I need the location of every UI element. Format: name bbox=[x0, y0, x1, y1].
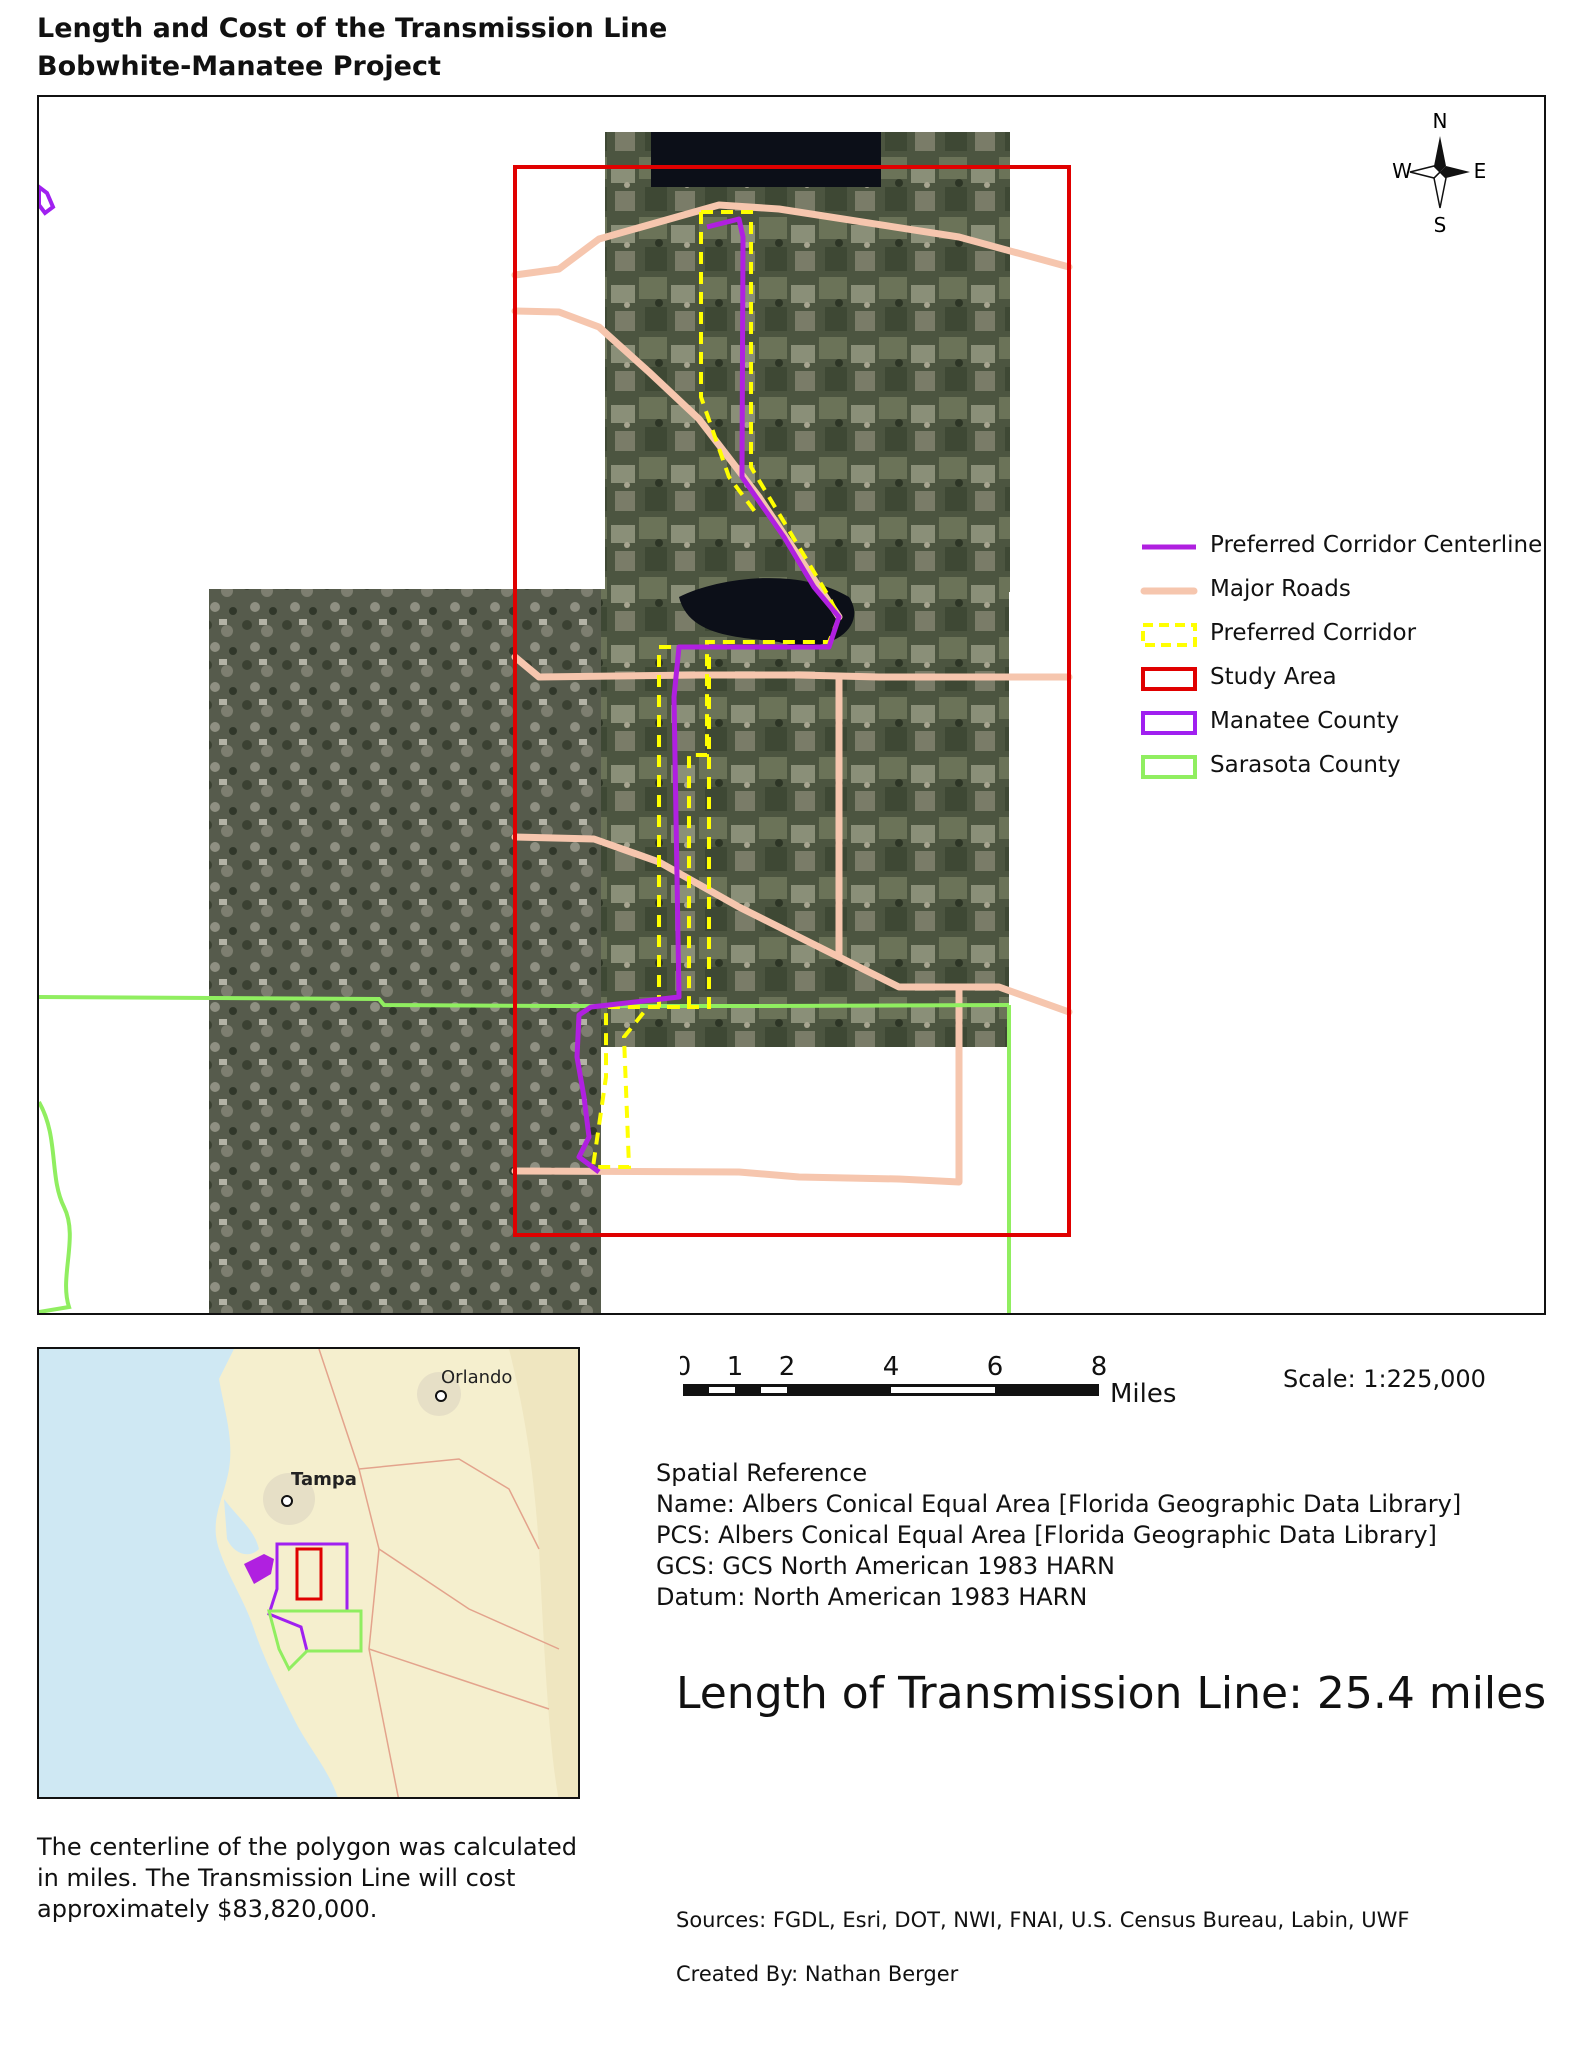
compass-w: W bbox=[1392, 159, 1412, 183]
sarasota-county-boundary bbox=[39, 995, 1011, 1313]
legend-item-roads: Major Roads bbox=[1140, 576, 1351, 602]
title-line-2: Bobwhite-Manatee Project bbox=[37, 51, 441, 82]
compass-e: E bbox=[1474, 159, 1487, 183]
tampa-marker bbox=[281, 1495, 293, 1507]
spatial-datum: Datum: North American 1983 HARN bbox=[656, 1583, 1088, 1611]
corridor-centerline bbox=[574, 216, 842, 1174]
manatee-county-boundary bbox=[39, 184, 56, 216]
scale-unit: Miles bbox=[1110, 1379, 1176, 1409]
legend-item-corridor: Preferred Corridor bbox=[1140, 618, 1560, 652]
scale-tick-1: 1 bbox=[727, 1352, 744, 1382]
spatial-pcs: PCS: Albers Conical Equal Area [Florida … bbox=[656, 1521, 1437, 1549]
cost-note: The centerline of the polygon was calcul… bbox=[37, 1833, 577, 1923]
tampa-label: Tampa bbox=[291, 1469, 357, 1490]
spatial-heading: Spatial Reference bbox=[656, 1459, 868, 1487]
credit-text: Created By: Nathan Berger bbox=[676, 1962, 959, 1986]
legend-item-centerline: Preferred Corridor Centerline bbox=[1142, 532, 1543, 558]
map-title: Length and Cost of the Transmission Line… bbox=[37, 10, 667, 86]
major-roads bbox=[511, 201, 1073, 1186]
scale-tick-0: 0 bbox=[680, 1352, 691, 1382]
main-map-frame[interactable] bbox=[37, 95, 1546, 1315]
legend-item-sarasota: Sarasota County bbox=[1140, 750, 1560, 784]
spatial-gcs: GCS: GCS North American 1983 HARN bbox=[656, 1552, 1115, 1580]
study-area bbox=[513, 165, 1071, 1237]
scale-bar: 0 1 2 4 6 8 Miles bbox=[680, 1352, 1176, 1409]
main-map-svg bbox=[39, 132, 1073, 1313]
inset-locator-map[interactable]: Orlando Tampa bbox=[37, 1347, 580, 1799]
scale-tick-4: 4 bbox=[883, 1352, 900, 1382]
title-line-1: Length and Cost of the Transmission Line bbox=[37, 13, 668, 44]
compass-n: N bbox=[1433, 112, 1448, 133]
orlando-marker bbox=[435, 1390, 447, 1402]
lake-center bbox=[679, 578, 855, 646]
imagery-north bbox=[605, 132, 1010, 592]
spatial-name: Name: Albers Conical Equal Area [Florida… bbox=[656, 1490, 1462, 1518]
north-arrow-icon: N S E W bbox=[1392, 112, 1487, 236]
inset-map-svg: Orlando Tampa bbox=[215, 1349, 578, 1797]
compass-s: S bbox=[1434, 213, 1447, 236]
scale-ratio: Scale: 1:225,000 bbox=[1283, 1365, 1486, 1393]
sources-text: Sources: FGDL, Esri, DOT, NWI, FNAI, U.S… bbox=[676, 1908, 1410, 1932]
scale-tick-8: 8 bbox=[1091, 1352, 1108, 1382]
lake-north bbox=[651, 132, 881, 187]
scale-tick-2: 2 bbox=[779, 1352, 796, 1382]
spatial-reference: Spatial Reference Name: Albers Conical E… bbox=[656, 1458, 1461, 1613]
orlando-label: Orlando bbox=[441, 1367, 512, 1388]
transmission-length: Length of Transmission Line: 25.4 miles bbox=[676, 1668, 1547, 1719]
legend-item-study-area: Study Area bbox=[1140, 662, 1560, 696]
legend-item-manatee: Manatee County bbox=[1140, 706, 1560, 740]
scale-tick-6: 6 bbox=[987, 1352, 1004, 1382]
imagery-west bbox=[209, 589, 601, 1313]
